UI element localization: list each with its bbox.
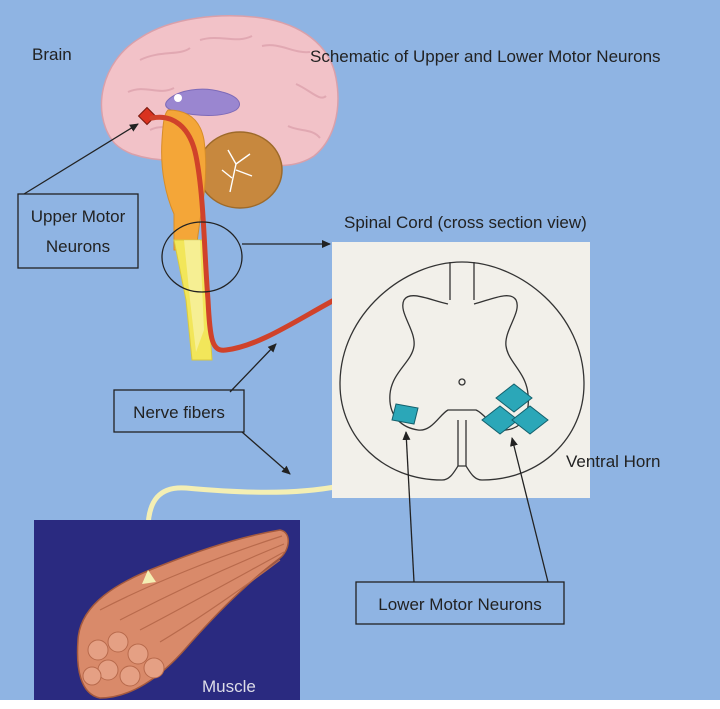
lower-motor-neurons-label: Lower Motor Neurons — [378, 595, 541, 614]
spinal-cord-panel — [332, 242, 590, 498]
bottom-margin — [0, 700, 720, 709]
nerve-fibers-label: Nerve fibers — [133, 403, 225, 422]
muscle-label: Muscle — [202, 677, 256, 696]
ventricle-highlight — [174, 94, 182, 102]
diagram-title: Schematic of Upper and Lower Motor Neuro… — [310, 47, 661, 66]
upper-motor-neurons-label-line2: Neurons — [46, 237, 110, 256]
lower-motor-neuron-left — [392, 404, 418, 424]
upper-motor-neurons-label-line1: Upper Motor — [31, 207, 126, 226]
spinal-cord-label: Spinal Cord (cross section view) — [344, 213, 587, 232]
cerebellum — [198, 132, 282, 208]
brain-label: Brain — [32, 45, 72, 64]
ventral-horn-label: Ventral Horn — [566, 452, 661, 471]
